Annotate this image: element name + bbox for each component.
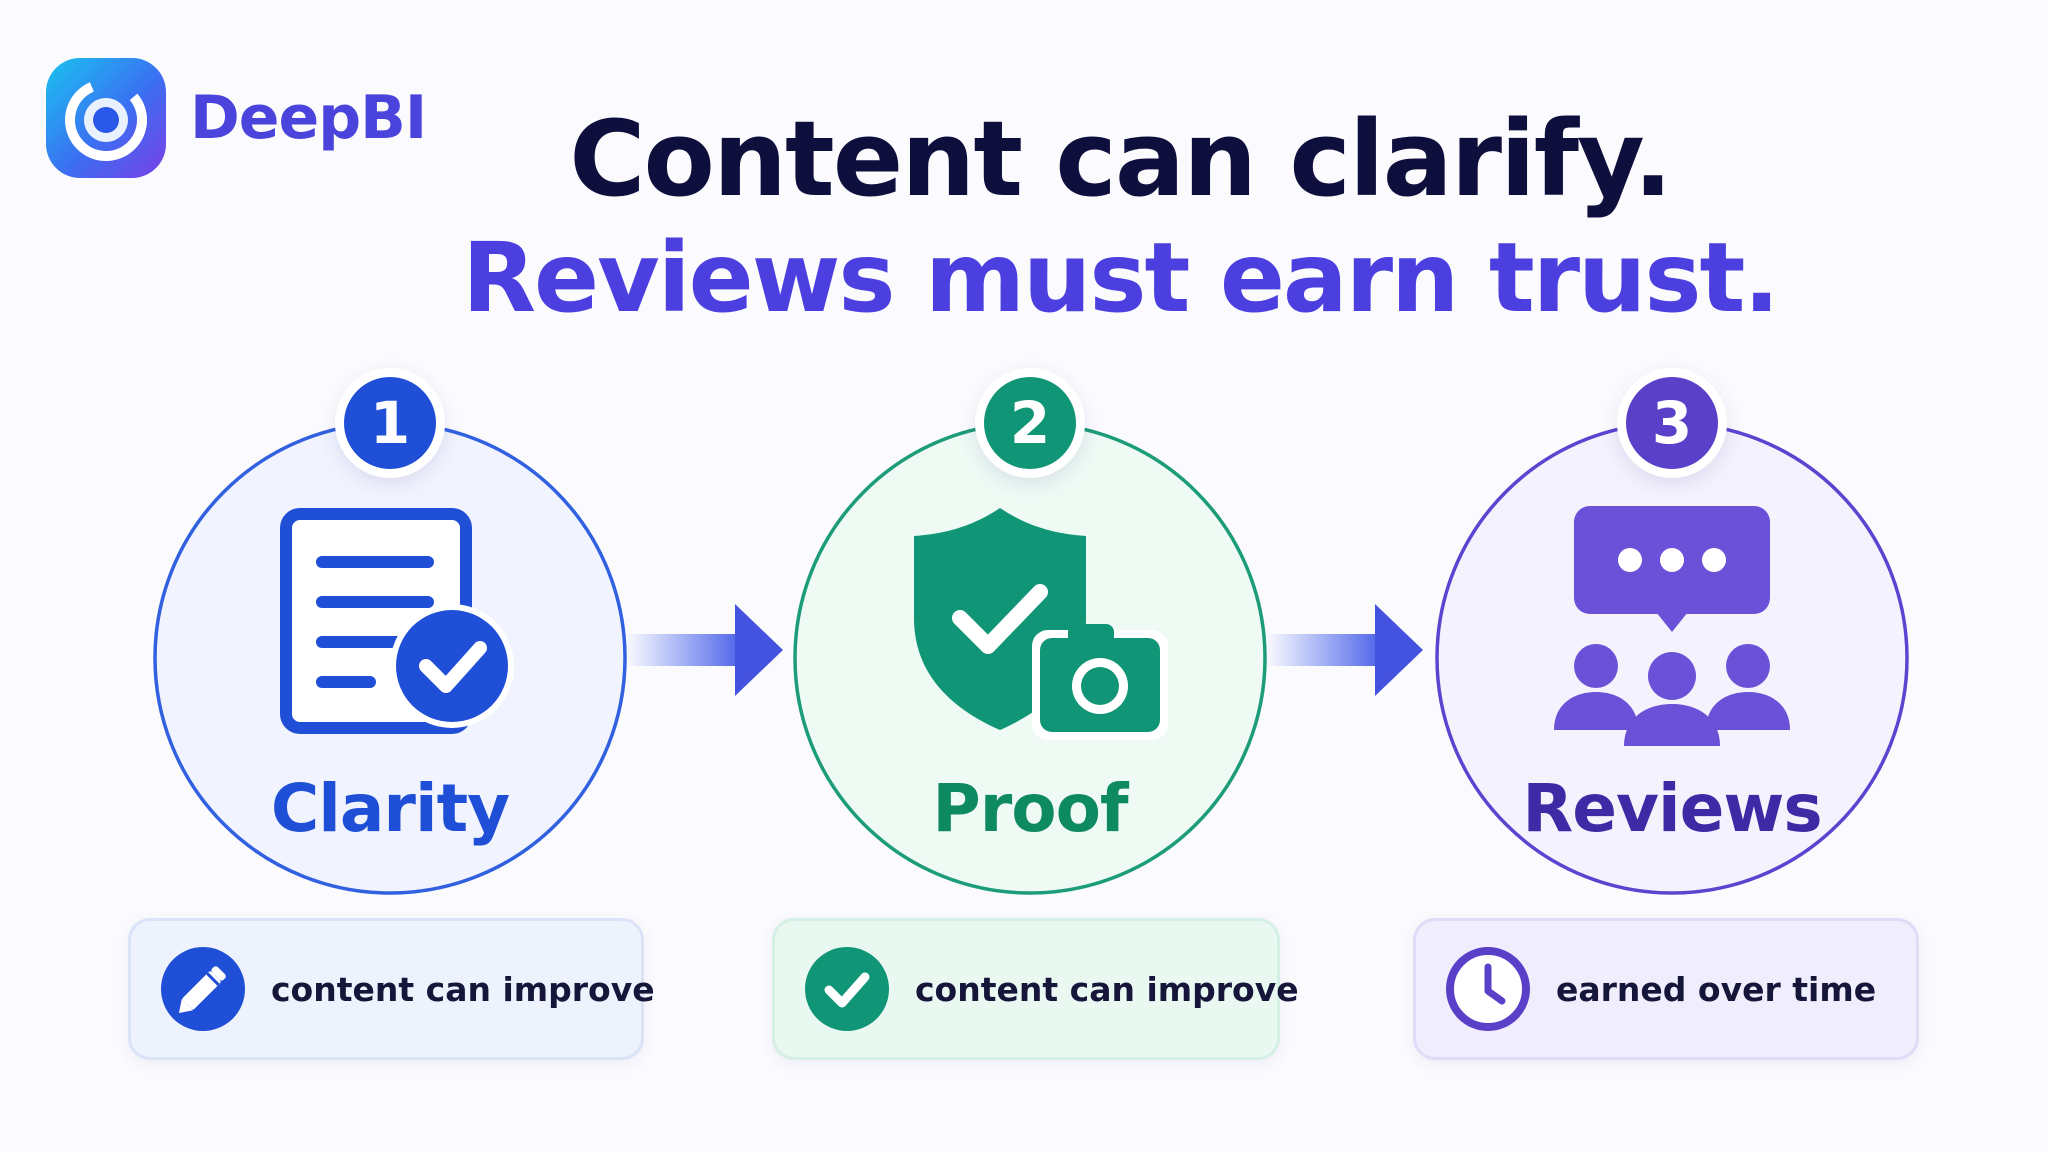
step-number: 1 — [344, 377, 436, 469]
headline-line-1: Content can clarify. — [569, 98, 1673, 220]
flow-arrow-icon — [625, 604, 783, 696]
stage-label: Clarity — [270, 770, 510, 847]
step-badge: 3 — [1617, 368, 1727, 478]
step-badge: 1 — [335, 368, 445, 478]
note-text: earned over time — [1556, 969, 1877, 1009]
note-text: content can improve — [915, 969, 1299, 1009]
note-reviews: earned over time — [1413, 918, 1919, 1060]
shield-camera-icon — [914, 508, 1168, 740]
pencil-icon — [161, 947, 245, 1031]
note-clarity: content can improve — [128, 918, 655, 1060]
chat-people-icon — [1554, 506, 1790, 746]
step-number: 3 — [1626, 377, 1718, 469]
brand-logo: DeepBI — [44, 56, 427, 180]
deepbi-logo-icon — [46, 58, 166, 178]
step-number: 2 — [984, 377, 1076, 469]
brand-name: DeepBI — [190, 83, 427, 153]
stage-label: Proof — [932, 770, 1128, 847]
note-text: content can improve — [271, 969, 655, 1009]
clock-icon — [1446, 947, 1530, 1031]
stage-reviews: 3 Reviews — [1432, 368, 1912, 898]
document-check-icon — [280, 508, 514, 734]
stage-label: Reviews — [1522, 770, 1822, 847]
step-badge: 2 — [975, 368, 1085, 478]
note-proof: content can improve — [772, 918, 1299, 1060]
check-circle-icon — [805, 947, 889, 1031]
headline-line-2: Reviews must earn trust. — [462, 222, 1780, 334]
stage-proof: 2 Proof — [790, 368, 1270, 898]
stage-clarity: 1 Clarity — [150, 368, 630, 898]
flow-arrow-icon — [1265, 604, 1423, 696]
